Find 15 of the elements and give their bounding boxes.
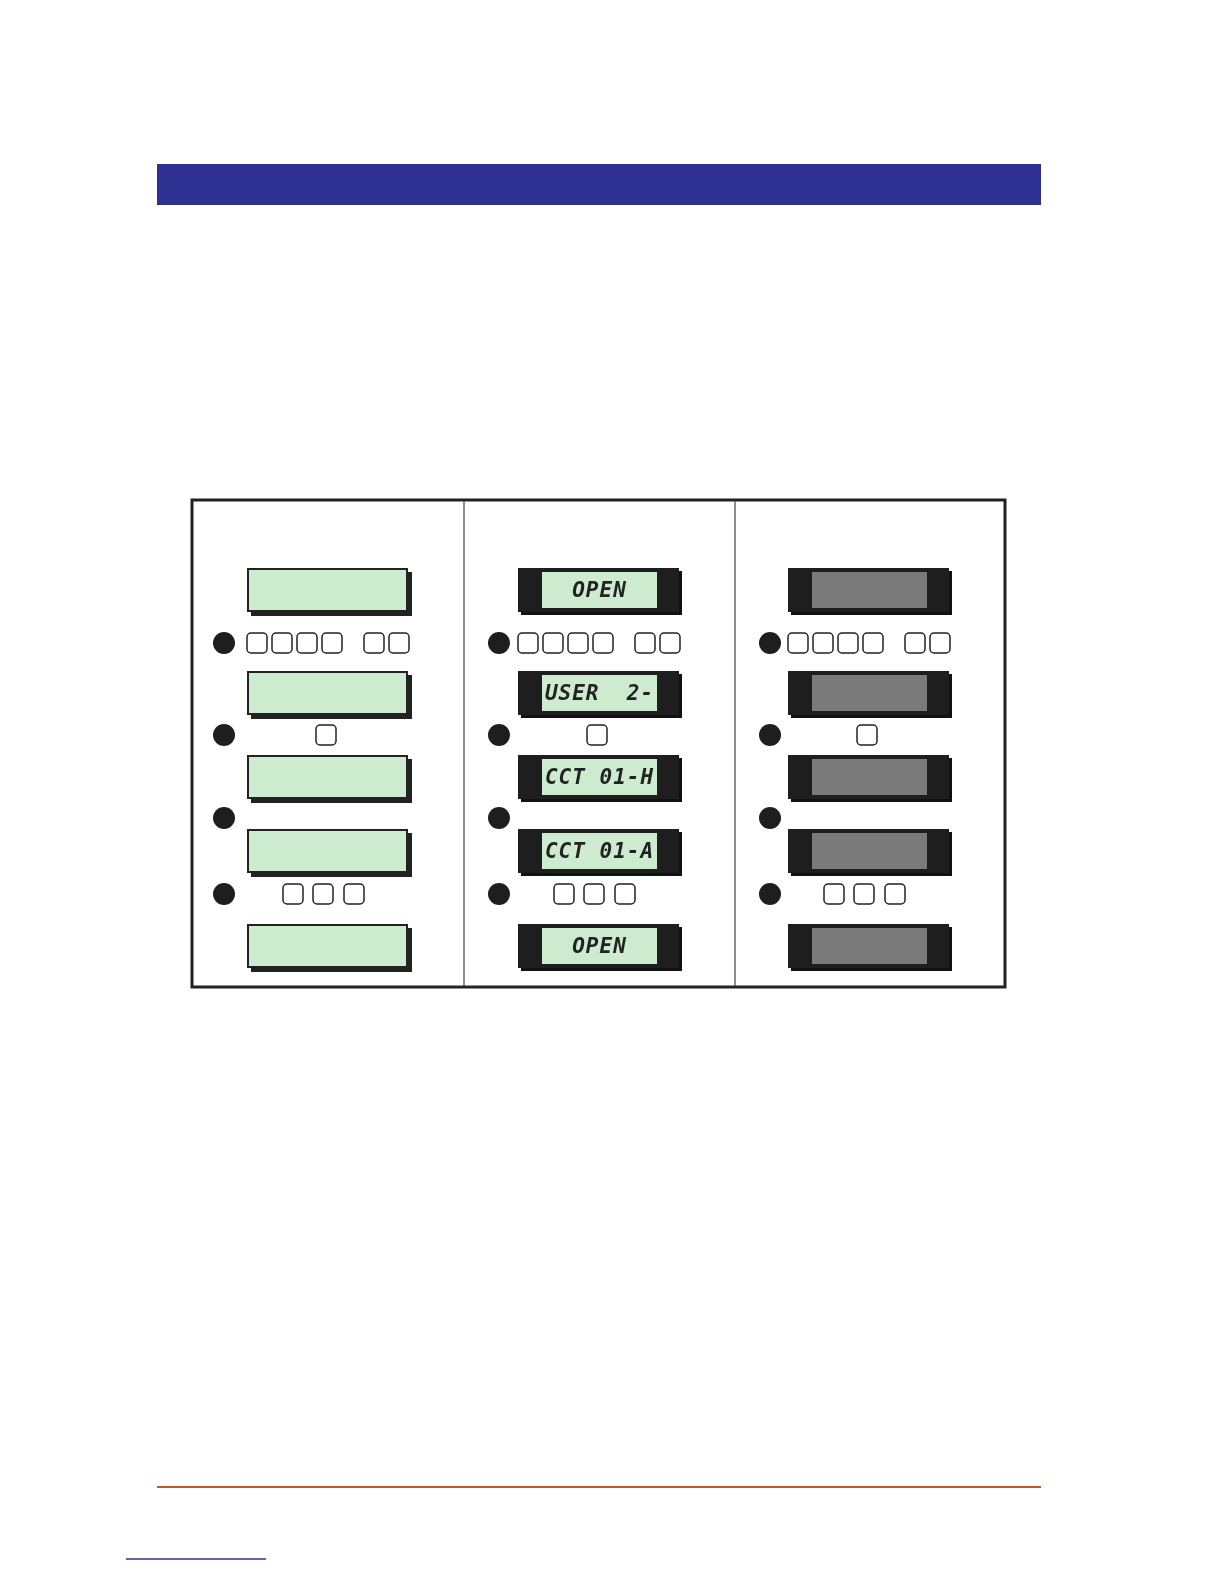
lcd-display <box>518 671 679 715</box>
display-text: CCT 01-A <box>544 839 655 863</box>
lcd-display <box>788 755 949 799</box>
lcd-display <box>788 924 949 968</box>
lcd-display <box>518 568 679 612</box>
display-text: USER 2- <box>544 681 655 705</box>
lcd-display <box>788 568 949 612</box>
display-text: OPEN <box>572 578 627 602</box>
lcd-display <box>518 924 679 968</box>
lcd-display <box>518 755 679 799</box>
display-text: CCT 01-H <box>544 765 655 789</box>
lcd-display <box>788 829 949 873</box>
display-text: OPEN <box>572 934 627 958</box>
lcd-display <box>788 671 949 715</box>
lcd-display <box>518 829 679 873</box>
